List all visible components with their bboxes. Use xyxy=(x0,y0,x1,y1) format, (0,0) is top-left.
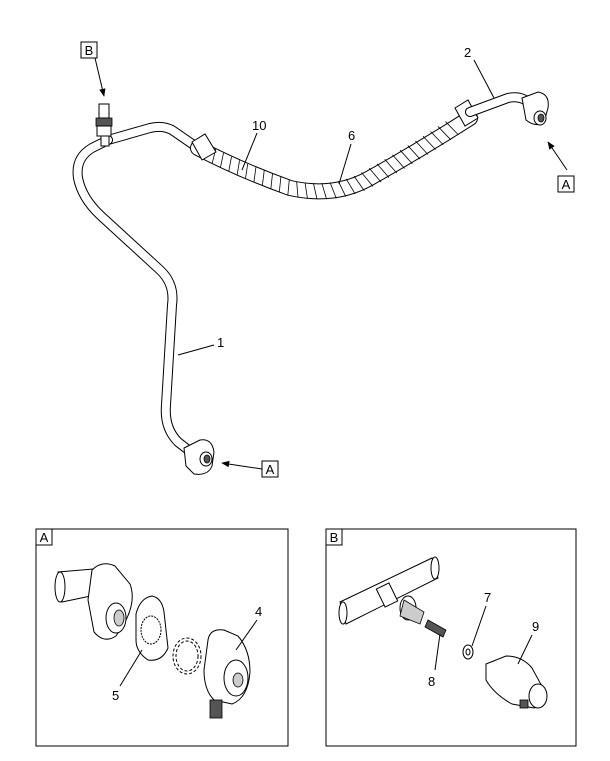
coil-band xyxy=(376,163,390,178)
hose-assembly-6-10 xyxy=(190,91,549,200)
leader-9 xyxy=(517,634,533,665)
callout-a-bottom-text: A xyxy=(266,462,275,477)
coil-band xyxy=(253,167,257,183)
coil-band xyxy=(236,160,240,176)
arrow-b xyxy=(94,57,106,97)
leader-10 xyxy=(241,132,258,171)
leader-7 xyxy=(471,605,487,647)
label-part-1: 1 xyxy=(217,335,224,350)
tube-assembly-1 xyxy=(72,121,215,475)
detail-b-title: B xyxy=(330,530,339,545)
label-part-8: 8 xyxy=(428,674,435,689)
label-part-10: 10 xyxy=(252,118,266,133)
coil-band xyxy=(399,149,413,165)
label-part-5: 5 xyxy=(112,688,119,703)
coil-band xyxy=(384,158,398,174)
label-part-9: 9 xyxy=(532,619,539,634)
coil-band xyxy=(220,152,224,168)
detail-b: B 7 8 9 xyxy=(325,528,577,747)
tee-fitting-with-sensor xyxy=(95,103,113,147)
coil-band xyxy=(296,181,299,198)
coil-band xyxy=(445,121,459,136)
coil-band xyxy=(329,182,337,199)
detail-a: A 4 5 xyxy=(35,528,289,747)
coil-band xyxy=(228,156,232,172)
coil-band xyxy=(368,167,382,183)
coil-band xyxy=(407,145,421,160)
coil-band xyxy=(261,170,265,186)
coil-band xyxy=(313,183,318,200)
leader-4 xyxy=(235,619,258,651)
coil-band xyxy=(278,176,282,192)
coil-band xyxy=(437,126,452,141)
leader-8 xyxy=(434,633,441,671)
callout-box-a-right xyxy=(557,175,575,193)
detail-b-tag xyxy=(325,528,343,546)
detail-a-title: A xyxy=(40,530,49,545)
coil-band xyxy=(353,175,365,191)
hose-coil-wrap xyxy=(211,121,459,200)
coil-band xyxy=(430,131,444,146)
callout-b-text: B xyxy=(85,43,94,58)
arrow-a-bottom xyxy=(221,460,263,470)
detail-a-tag xyxy=(35,528,53,546)
coil-band xyxy=(345,178,356,195)
label-part-2: 2 xyxy=(464,45,471,60)
coil-band xyxy=(245,163,249,179)
coil-band xyxy=(361,172,374,187)
leader-5 xyxy=(119,649,143,687)
coil-band xyxy=(415,140,429,155)
coil-band xyxy=(392,154,405,169)
label-part-7: 7 xyxy=(484,590,491,605)
coil-band xyxy=(304,182,308,199)
label-part-4: 4 xyxy=(255,604,262,619)
label-part-6: 6 xyxy=(348,128,355,143)
coil-band xyxy=(270,173,273,189)
leader-6 xyxy=(338,143,352,185)
coil-band xyxy=(321,183,328,200)
arrow-a-right xyxy=(547,141,568,171)
callout-box-a-bottom xyxy=(261,460,279,478)
coil-band xyxy=(287,179,290,196)
coil-band xyxy=(422,135,436,150)
leader-1 xyxy=(177,344,215,356)
callout-box-b xyxy=(80,41,98,59)
leader-2 xyxy=(473,59,495,99)
callout-a-right-text: A xyxy=(562,177,571,192)
detail-b-frame xyxy=(325,528,577,747)
